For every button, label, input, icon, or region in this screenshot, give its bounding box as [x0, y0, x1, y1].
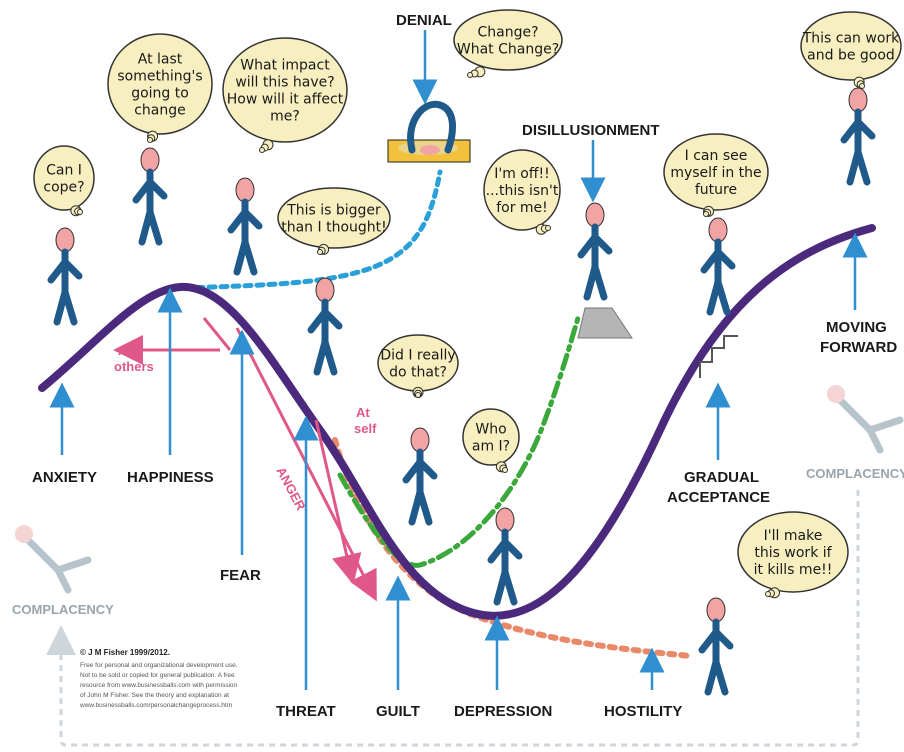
- anger-arrows: [113, 317, 377, 602]
- bubble-line: What Change?: [457, 42, 559, 58]
- complacency-right: COMPLACENCY: [806, 466, 904, 481]
- figure-anxiety: [47, 227, 83, 326]
- figure-fear: [227, 177, 263, 276]
- bubble-line: What impact: [240, 58, 330, 74]
- bubble-line: going to: [131, 86, 189, 102]
- bubble-line: This can work: [802, 31, 900, 47]
- bubble-line: it kills me!!: [754, 562, 833, 578]
- bubble-line: change: [134, 103, 186, 119]
- stage-anxiety: ANXIETY: [32, 469, 97, 486]
- at-others-label-2: others: [114, 359, 154, 374]
- figure-hostility: [698, 597, 734, 696]
- bubble-line: Who: [475, 422, 506, 438]
- bubble-line: Change?: [477, 25, 538, 41]
- stage-moving-forward-2: FORWARD: [820, 339, 897, 356]
- copyright-line-2: Not to be sold or copied for general pub…: [80, 672, 235, 679]
- copyright-line-1: Free for personal and organizational dev…: [80, 662, 238, 669]
- complacency-loop-path: [46, 490, 860, 747]
- copyright-line-4: of John M Fisher. See the theory and exp…: [80, 692, 229, 699]
- at-self-label-2: self: [354, 421, 377, 436]
- bubble-line: How will it affect: [227, 92, 344, 108]
- stage-gradual-acceptance-2: ACCEPTANCE: [667, 489, 770, 506]
- speech-bubble-change: Change?What Change?: [453, 9, 563, 78]
- denial-path: [182, 169, 443, 291]
- complacency-left: COMPLACENCY: [12, 602, 114, 617]
- stage-gradual-acceptance-1: GRADUAL: [684, 469, 759, 486]
- disillusionment-platform: [577, 307, 633, 339]
- figure-disillusionment: [577, 202, 613, 301]
- stage-moving-forward-1: MOVING: [826, 319, 887, 336]
- figure-complacency-right: [827, 385, 904, 454]
- stage-threat: THREAT: [276, 703, 336, 720]
- copyright-head: © J M Fisher 1999/2012.: [80, 648, 170, 657]
- bubble-line: Can I: [46, 163, 82, 179]
- bubble-line: this work if: [754, 545, 832, 561]
- stage-arrows: [49, 30, 868, 690]
- figure-moving-forward: [840, 87, 876, 186]
- stage-guilt: GUILT: [376, 703, 420, 720]
- bubble-line: am I?: [472, 439, 510, 455]
- disillusionment-path: [337, 315, 581, 568]
- bubble-line: do that?: [389, 365, 447, 381]
- stage-hostility: HOSTILITY: [604, 703, 682, 720]
- figure-guilt: [402, 427, 438, 526]
- bubble-line: I'll make: [764, 528, 823, 544]
- figure-depression: [487, 507, 523, 606]
- bubble-line: I can see: [685, 148, 748, 164]
- figure-complacency-left: [15, 525, 92, 594]
- at-self-label-1: At: [356, 405, 370, 420]
- figure-threat: [307, 277, 343, 376]
- figure-gradual-acceptance: [700, 217, 736, 316]
- stage-disillusionment: DISILLUSIONMENT: [522, 122, 660, 139]
- transition-curve: [38, 224, 876, 620]
- stage-denial: DENIAL: [396, 12, 452, 29]
- copyright-line-3: resource from www.businessballs.com with…: [80, 682, 238, 689]
- stage-depression: DEPRESSION: [454, 703, 552, 720]
- bubble-line: Did I really: [380, 348, 455, 364]
- stage-fear: FEAR: [220, 567, 261, 584]
- stage-happiness: HAPPINESS: [127, 469, 214, 486]
- bubble-line: This is bigger: [286, 203, 381, 219]
- bubble-line: future: [695, 182, 737, 198]
- anger-label: ANGER: [273, 464, 309, 513]
- bubble-line: for me!: [496, 200, 548, 216]
- bubble-line: cope?: [43, 180, 84, 196]
- bubble-line: than I thought!: [281, 220, 387, 236]
- acceptance-steps: [699, 335, 738, 378]
- bubble-line: ...this isn't: [486, 183, 559, 199]
- bubble-line: something's: [117, 69, 202, 85]
- bubble-line: myself in the: [670, 165, 761, 181]
- bubble-line: At last: [138, 52, 183, 68]
- at-others-label-1: At: [118, 343, 132, 358]
- bubble-line: I'm off!!: [494, 166, 550, 182]
- denial-hole-illustration: [387, 100, 471, 163]
- copyright-line-5: www.businessballs.com/personalchangeproc…: [79, 702, 232, 709]
- bubble-line: will this have?: [235, 75, 334, 91]
- figure-happiness: [132, 147, 168, 246]
- copyright-notice: © J M Fisher 1999/2012. Free for persona…: [79, 648, 238, 709]
- bubble-line: me?: [270, 109, 300, 125]
- bubble-line: and be good: [807, 48, 895, 64]
